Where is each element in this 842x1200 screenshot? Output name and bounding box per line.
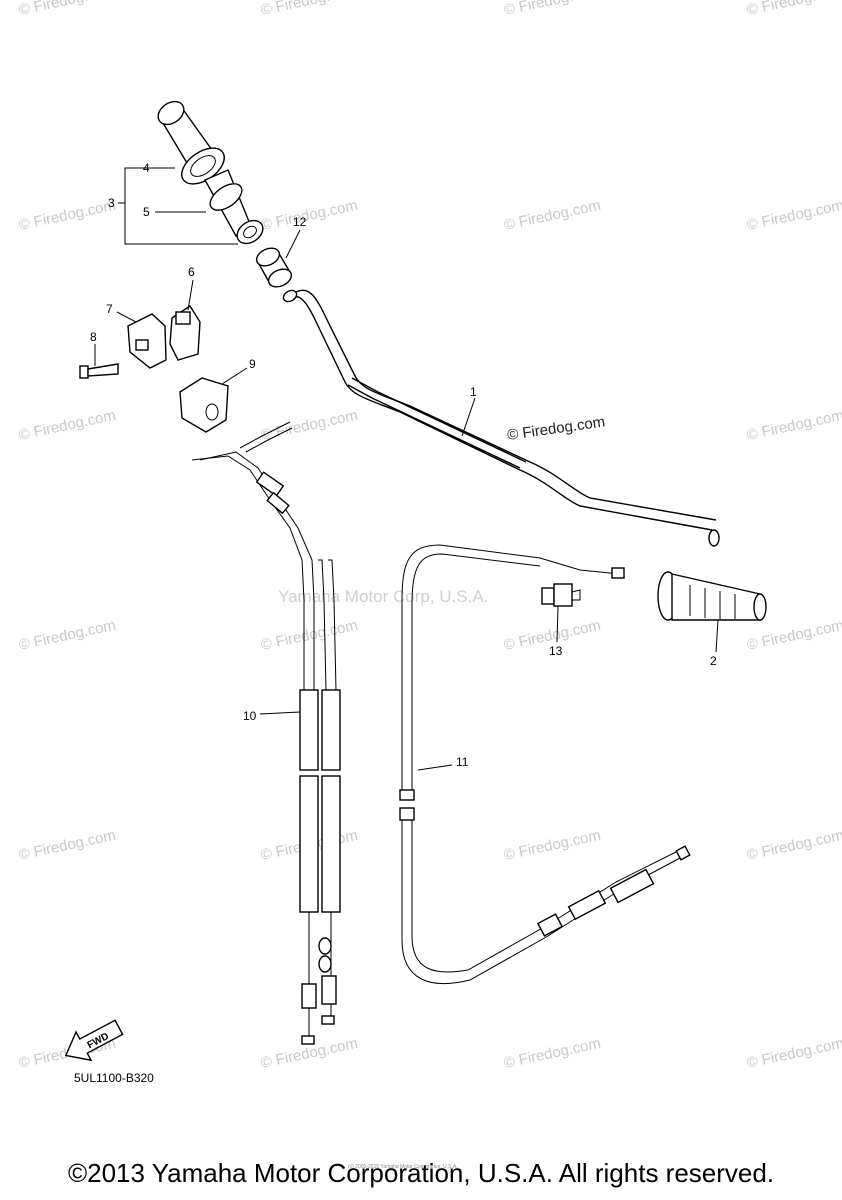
fine-print: (c) 2000-2015 Yamaha Motor Corporation, … (348, 1164, 458, 1170)
copyright-notice: ©2013 Yamaha Motor Corporation, U.S.A. A… (67, 1158, 775, 1188)
part-label-1: 1 (470, 385, 477, 399)
leader-line (259, 711, 301, 715)
watermark: © Firedog.com (502, 0, 602, 19)
part-8-bolt (79, 363, 119, 379)
watermark: © Firedog.com (745, 827, 842, 864)
part-11-clutch-cable (399, 544, 691, 985)
watermark: © Firedog.com (259, 617, 359, 654)
callout-bracket (124, 167, 238, 245)
watermark: © Firedog.com (259, 407, 359, 444)
leader-line (116, 311, 137, 323)
leader-line (461, 397, 476, 437)
leader-line (285, 229, 301, 259)
handlebar (282, 289, 720, 547)
watermark-dark: © Firedog.com (506, 413, 606, 444)
part-12-collar (255, 247, 293, 288)
part-13-adjuster (541, 583, 581, 607)
part-label-9: 9 (249, 357, 256, 371)
part-label-7: 7 (106, 302, 113, 316)
watermark: © Firedog.com (17, 197, 117, 234)
part-7-clamp-half (127, 313, 167, 369)
part-label-6: 6 (188, 265, 195, 279)
center-watermark: Yamaha Motor Corp, U.S.A. (278, 587, 488, 606)
part-9-housing (179, 377, 229, 433)
watermark: © Firedog.com (502, 197, 602, 234)
watermark: © Firedog.com (17, 617, 117, 654)
watermark: © Firedog.com (259, 0, 359, 19)
watermark: © Firedog.com (745, 407, 842, 444)
diagram-code: 5UL1100-B320 (74, 1071, 154, 1085)
part-label-13: 13 (549, 644, 563, 658)
leader-line (417, 764, 453, 771)
watermark: © Firedog.com (745, 617, 842, 654)
part-10-throttle-cables (191, 421, 341, 1045)
part-label-4: 4 (143, 161, 150, 175)
part-2-grip (657, 571, 767, 621)
part-label-2: 2 (710, 654, 717, 668)
part-label-10: 10 (243, 709, 257, 723)
part-label-3: 3 (108, 196, 115, 210)
watermark: © Firedog.com (17, 0, 117, 19)
part-label-12: 12 (293, 215, 307, 229)
part-label-11: 11 (456, 755, 469, 769)
leader-line (187, 279, 194, 311)
watermark: © Firedog.com (745, 197, 842, 234)
throttle-grip-assembly (157, 100, 264, 245)
part-label-5: 5 (143, 205, 150, 219)
watermark: © Firedog.com (745, 1035, 842, 1072)
watermark: © Firedog.com (259, 197, 359, 234)
watermark: © Firedog.com (502, 1035, 602, 1072)
watermark: © Firedog.com (17, 827, 117, 864)
part-label-8: 8 (90, 330, 97, 344)
leader-line (556, 605, 559, 643)
watermark: © Firedog.com (17, 407, 117, 444)
watermark: © Firedog.com (502, 827, 602, 864)
leader-line (221, 367, 248, 385)
leader-line (715, 619, 719, 653)
part-6-clamp-half (169, 305, 201, 361)
watermark: © Firedog.com (745, 0, 842, 19)
